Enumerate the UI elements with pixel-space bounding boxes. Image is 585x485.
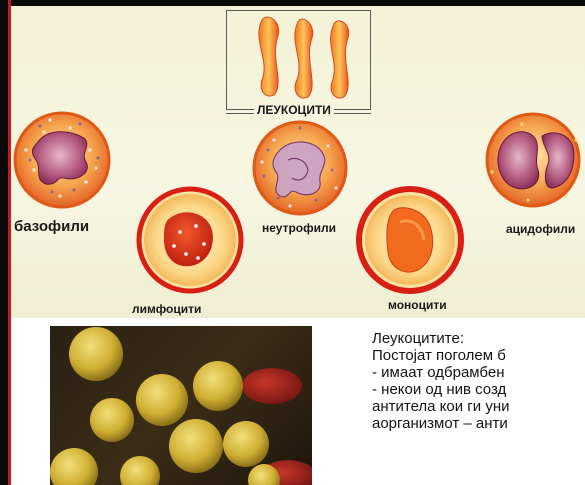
label-monocytes: моноцити: [388, 298, 447, 312]
left-border-accent: [8, 0, 11, 485]
micrograph-art: [50, 326, 312, 485]
micrograph-image: [50, 326, 312, 485]
notes-heading: Леукоцитите:: [372, 330, 509, 347]
diagram-title: ЛЕУКОЦИТИ: [254, 103, 334, 117]
label-basophils: базофили: [14, 218, 89, 235]
basophil-cell: [15, 113, 109, 207]
notes-line: Постојат поголем б: [372, 347, 509, 364]
notes-text: Леукоцитите: Постојат поголем б - имаат …: [372, 330, 509, 432]
notes-line: аорганизмот – анти: [372, 415, 509, 432]
acidophil-cell: [487, 114, 579, 206]
top-border: [0, 0, 585, 6]
notes-line: - имаат одбрамбен: [372, 364, 509, 381]
notes-line: антитела кои ги уни: [372, 398, 509, 415]
label-lymphocytes: лимфоцити: [132, 302, 201, 316]
monocyte-cell: [359, 189, 461, 291]
notes-line: - некои од нив созд: [372, 381, 509, 398]
neutrophil-cell: [254, 122, 346, 214]
label-acidophils: ацидофили: [506, 222, 575, 236]
label-neutrophils: неутрофили: [262, 221, 336, 235]
title-frame: [226, 10, 371, 110]
left-border: [0, 0, 8, 485]
lymphocyte-cell: [139, 189, 241, 291]
